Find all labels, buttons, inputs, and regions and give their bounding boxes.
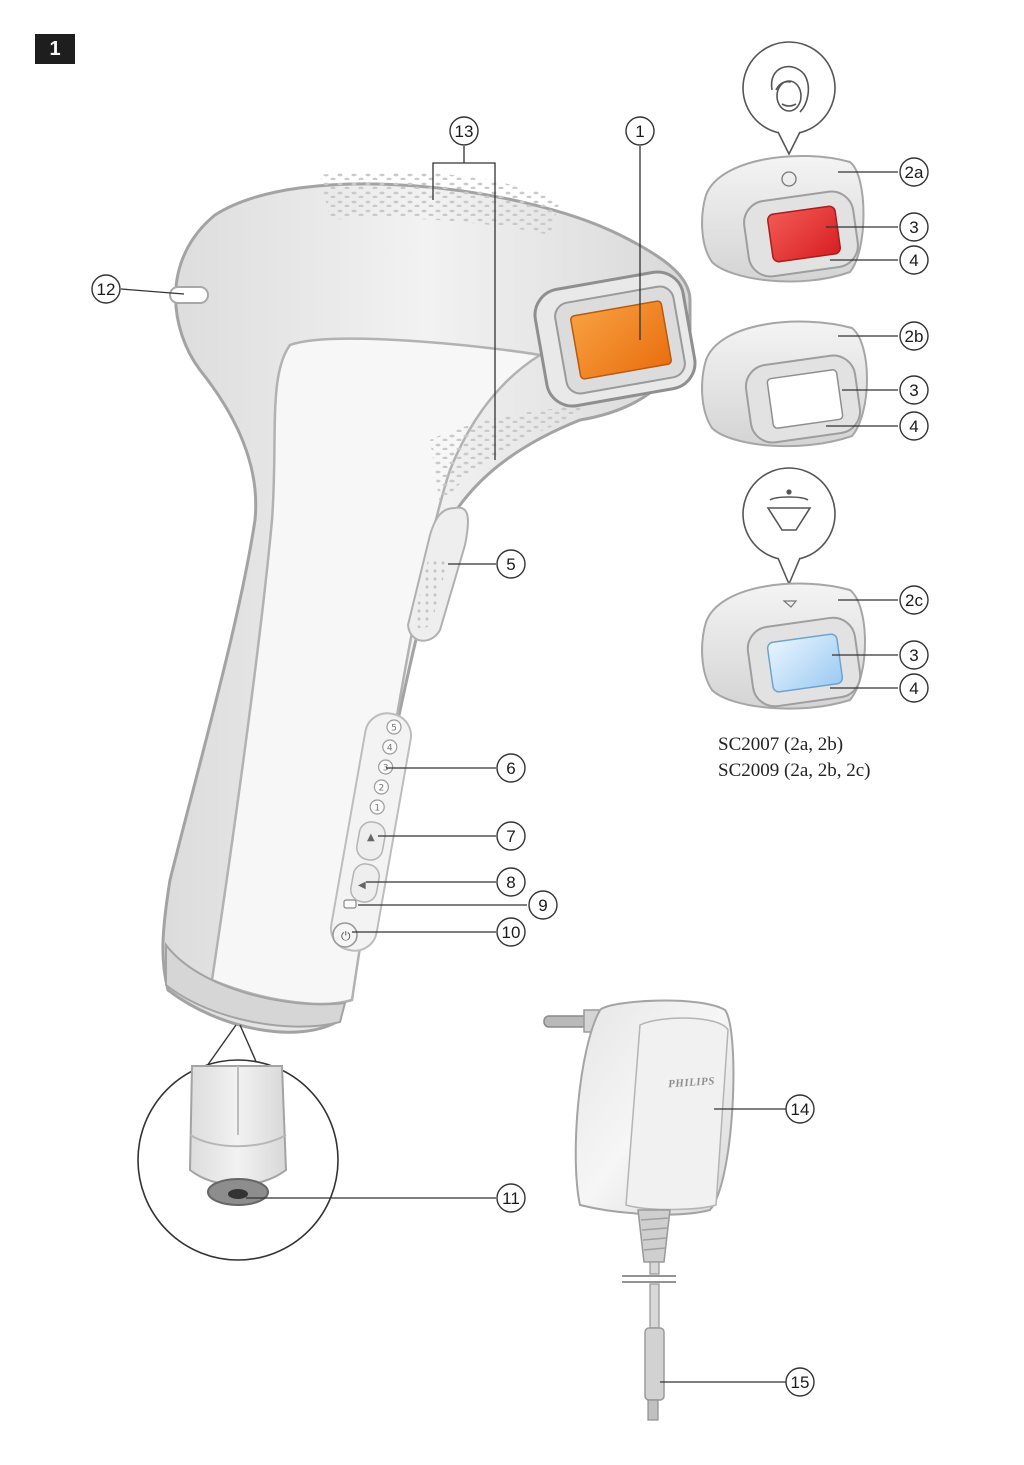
top-air-vents	[320, 171, 560, 235]
figure-number-badge: 1	[35, 34, 75, 64]
face-icon	[770, 65, 810, 113]
power-icon: ⏻	[341, 929, 351, 943]
callout-8: 8	[496, 867, 526, 897]
callout-label: 6	[506, 759, 515, 778]
callout-6: 6	[496, 753, 526, 783]
model-variants: SC2007 (2a, 2b) SC2009 (2a, 2b, 2c)	[718, 732, 871, 784]
callout-label: 9	[538, 896, 547, 915]
intensity-label: 5	[391, 724, 397, 734]
callout-label: 3	[909, 381, 918, 400]
callout-10: 10	[496, 917, 526, 947]
callout-2b: 2b	[899, 321, 929, 351]
callout-4: 4	[899, 411, 929, 441]
callout-11: 11	[496, 1183, 526, 1213]
model-variant-sc2007: SC2007 (2a, 2b)	[718, 734, 844, 755]
intensity-label: 1	[374, 804, 380, 814]
adapter: PHILIPS	[543, 999, 735, 1421]
callout-3: 3	[899, 375, 929, 405]
ipl-device: 5 4 3 2 1 ▲ ◀ ⏻	[161, 171, 697, 1034]
intensity-up-button[interactable]	[355, 820, 387, 862]
callout-9: 9	[528, 890, 558, 920]
callout-4: 4	[899, 673, 929, 703]
callout-1: 1	[625, 116, 655, 146]
callout-label: 7	[506, 827, 515, 846]
filter-blue	[766, 633, 844, 693]
cord-lower	[649, 1283, 660, 1329]
small-plug	[644, 1327, 665, 1401]
intensity-label: 3	[383, 764, 389, 774]
intensity-label: 4	[387, 744, 393, 754]
callout-13: 13	[449, 116, 479, 146]
callout-label: 13	[455, 122, 474, 141]
callout-label: 2a	[905, 163, 924, 182]
intensity-light-1	[369, 799, 385, 815]
bikini-icon-small	[782, 600, 798, 608]
status-light-bar	[169, 286, 209, 304]
attachment-2a	[701, 41, 865, 283]
ready-to-flash-light	[343, 899, 357, 909]
callout-label: 11	[502, 1189, 520, 1208]
face-icon-small	[781, 171, 797, 187]
model-variant-sc2009: SC2009 (2a, 2b, 2c)	[718, 760, 871, 781]
callout-label: 15	[791, 1373, 810, 1392]
device-base-band	[165, 942, 347, 1028]
callout-12: 12	[91, 274, 121, 304]
callout-label: 10	[502, 923, 521, 942]
up-arrow-icon: ▲	[367, 832, 375, 843]
callout-label: 12	[97, 280, 116, 299]
callout-15: 15	[785, 1367, 815, 1397]
cord-upper	[649, 1261, 660, 1275]
callout-7: 7	[496, 821, 526, 851]
intensity-label: 2	[379, 784, 385, 794]
flash-window-orange	[570, 300, 672, 380]
callout-5: 5	[496, 549, 526, 579]
callout-3: 3	[899, 212, 929, 242]
face-icon-bubble	[742, 41, 836, 135]
callout-4: 4	[899, 245, 929, 275]
attachment-2c	[701, 467, 866, 710]
intensity-light-4	[382, 739, 398, 755]
intensity-light-5	[386, 719, 402, 735]
callout-label: 2b	[905, 327, 924, 346]
intensity-down-button[interactable]	[349, 862, 381, 904]
filter-clear	[766, 369, 844, 429]
leader-lines	[120, 146, 898, 1383]
light-exit-window	[533, 270, 697, 408]
intensity-indicators: 5 4 3 2 1	[369, 719, 402, 815]
adapter-brand-label: PHILIPS	[668, 1075, 716, 1090]
bikini-icon	[766, 489, 812, 531]
callout-2c: 2c	[899, 585, 929, 615]
callout-label: 2c	[905, 591, 923, 610]
callout-14: 14	[785, 1094, 815, 1124]
filter-red	[767, 205, 841, 263]
device-front-panel	[210, 337, 544, 1006]
callout-label: 4	[909, 679, 918, 698]
callout-label: 14	[791, 1100, 810, 1119]
callout-label: 3	[909, 646, 918, 665]
callout-3: 3	[899, 640, 929, 670]
callout-label: 1	[635, 122, 644, 141]
attachment-2b	[701, 320, 868, 448]
callout-label: 4	[909, 417, 918, 436]
flash-button-grip	[414, 560, 448, 629]
callout-label: 4	[909, 251, 918, 270]
callout-label: 3	[909, 218, 918, 237]
callout-label: 5	[506, 555, 515, 574]
bikini-icon-bubble	[742, 467, 836, 561]
on-off-button[interactable]	[332, 922, 358, 948]
intensity-light-2	[373, 779, 389, 795]
callout-2a: 2a	[899, 157, 929, 187]
callout-label: 8	[506, 873, 515, 892]
intensity-light-3	[378, 759, 394, 775]
down-arrow-icon: ◀	[358, 880, 366, 891]
side-air-vents	[430, 405, 590, 505]
socket-zoom	[137, 1024, 339, 1261]
adapter-plug-pin	[543, 1015, 591, 1028]
